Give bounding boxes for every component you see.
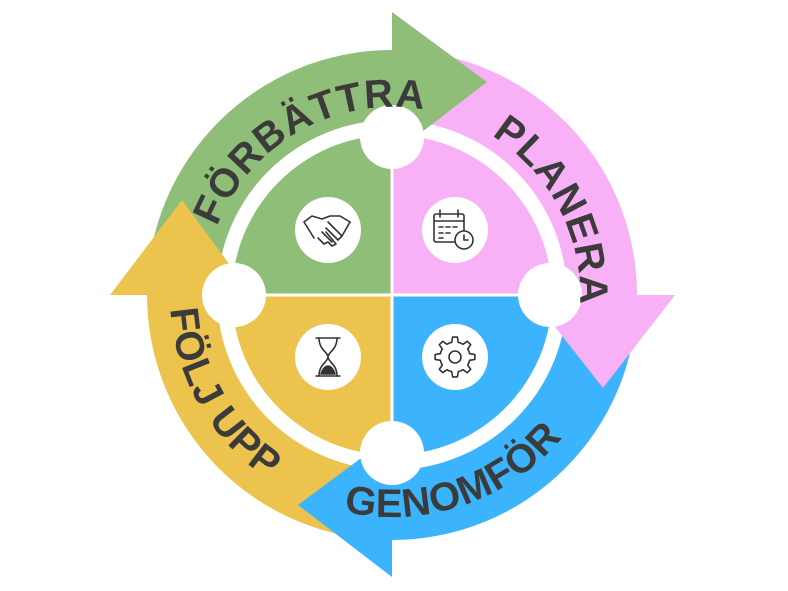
gear-icon <box>422 324 488 390</box>
puzzle-notch <box>360 105 424 169</box>
handshake-icon <box>295 197 361 263</box>
ring-arc-plan <box>392 50 637 295</box>
puzzle-notch <box>360 421 424 485</box>
puzzle-divider <box>227 130 557 460</box>
ring-arc-do <box>392 295 637 540</box>
calendar-clock-icon <box>422 197 488 263</box>
puzzle-notch <box>202 263 266 327</box>
ring-arc-follow <box>147 295 392 540</box>
puzzle-notch <box>518 263 582 327</box>
hourglass-icon <box>295 324 361 390</box>
ring-arc-improve <box>147 50 392 295</box>
